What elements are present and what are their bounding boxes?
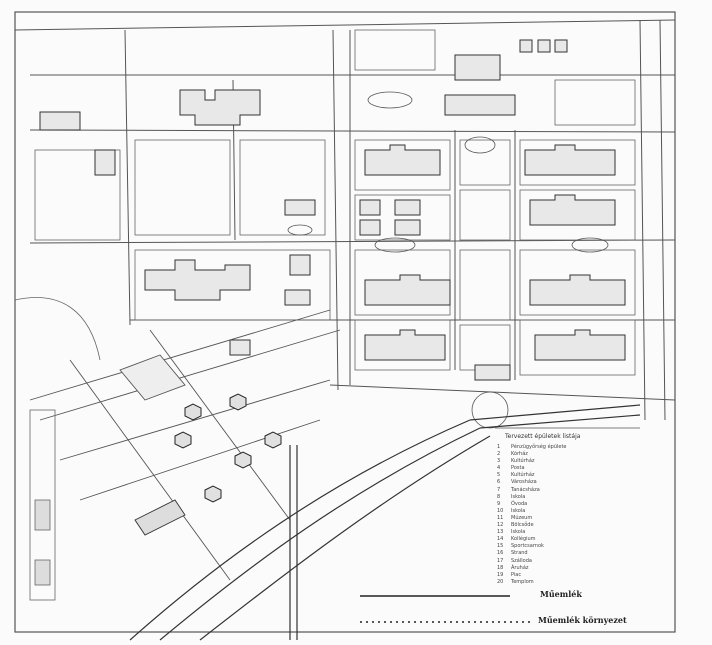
legend-item-label: Múzeum <box>511 514 533 521</box>
key-dotted-label: Műemlék környezet <box>538 615 627 625</box>
legend-item-number: 12 <box>497 522 504 529</box>
legend-item-number: 10 <box>497 507 504 514</box>
legend-item-label: Kultúrház <box>511 458 535 465</box>
legend-item: 17 Szálloda <box>497 558 567 565</box>
legend-item-number: 17 <box>497 557 504 564</box>
legend-item: 9 Óvoda <box>497 501 567 508</box>
legend-item: 5 Kultúrház <box>497 472 567 479</box>
legend-item: 11 Múzeum <box>497 515 567 522</box>
legend-item-number: 3 <box>497 458 501 465</box>
legend-item-number: 1 <box>497 444 501 450</box>
legend-item-label: Piac <box>511 571 522 578</box>
legend-item-label: Templom <box>511 578 534 585</box>
key-solid-label: Műemlék <box>540 589 582 599</box>
legend-item-number: 11 <box>497 514 504 521</box>
legend-item: 14 Kollégium <box>497 536 567 543</box>
legend-item-number: 14 <box>497 536 504 543</box>
legend-item: 15 Sportcsarnok <box>497 543 567 550</box>
pavilions <box>174 393 282 503</box>
legend-item: 18 Áruház <box>497 565 567 572</box>
legend-item-label: Tanácsháza <box>511 486 540 493</box>
legend-item-number: 18 <box>497 564 504 571</box>
west-district <box>14 297 101 601</box>
legend-item: 19 Piac <box>497 572 567 579</box>
legend-item: 10 Iskola <box>497 508 567 515</box>
legend-item-label: Szálloda <box>511 557 532 564</box>
legend-item: 3 Kultúrház <box>497 458 567 465</box>
legend-item-number: 2 <box>497 451 501 458</box>
legend-item-number: 16 <box>497 550 504 557</box>
legend-item-number: 13 <box>497 529 504 536</box>
legend-item: 6 Városháza <box>497 479 567 486</box>
legend-item-label: Bölcsőde <box>511 522 534 529</box>
legend-item-label: Posta <box>511 465 525 472</box>
legend-item: 20 Templom <box>497 579 567 586</box>
legend-item: 7 Tanácsháza <box>497 487 567 494</box>
legend-item-number: 7 <box>497 486 501 493</box>
diagonal-district <box>29 309 341 581</box>
legend-item-label: Kollégium <box>511 536 536 543</box>
legend-item-number: 4 <box>497 465 501 472</box>
railway <box>129 404 641 641</box>
legend-item-label: Iskola <box>511 529 526 536</box>
legend-item-label: Áruház <box>511 564 529 571</box>
legend-item: 12 Bölcsőde <box>497 522 567 529</box>
legend-item-label: Pénzügyőrség épülete <box>511 444 567 450</box>
legend-item-number: 5 <box>497 472 501 479</box>
legend-item: 8 Iskola <box>497 494 567 501</box>
legend-item-label: Városháza <box>511 479 537 486</box>
legend-item-label: Kultúrház <box>511 472 535 479</box>
legend-item-number: 8 <box>497 493 501 500</box>
legend-item: 16 Strand <box>497 550 567 557</box>
legend-item: 2 Kórház <box>497 451 567 458</box>
legend-item-label: Sportcsarnok <box>511 543 544 550</box>
map-border <box>14 11 676 633</box>
legend-item-number: 19 <box>497 571 504 578</box>
city-blocks <box>34 29 636 376</box>
legend-item-label: Iskola <box>511 493 526 500</box>
legend-item-number: 9 <box>497 500 501 507</box>
legend-item: 13 Iskola <box>497 529 567 536</box>
legend-item: 1 Pénzügyőrség épülete <box>497 444 567 451</box>
legend-item-label: Kórház <box>511 451 528 458</box>
legend-item-label: Óvoda <box>511 500 528 507</box>
legend-item-label: Strand <box>511 550 528 557</box>
legend-title: Tervezett épületek listája <box>505 433 581 440</box>
buildings <box>39 39 626 381</box>
legend-item-number: 20 <box>497 578 504 585</box>
legend-item: 4 Posta <box>497 465 567 472</box>
legend-item-number: 15 <box>497 543 504 550</box>
legend-item-number: 6 <box>497 479 501 486</box>
parks-and-courts <box>287 91 609 429</box>
legend-item-label: Iskola <box>511 507 526 514</box>
